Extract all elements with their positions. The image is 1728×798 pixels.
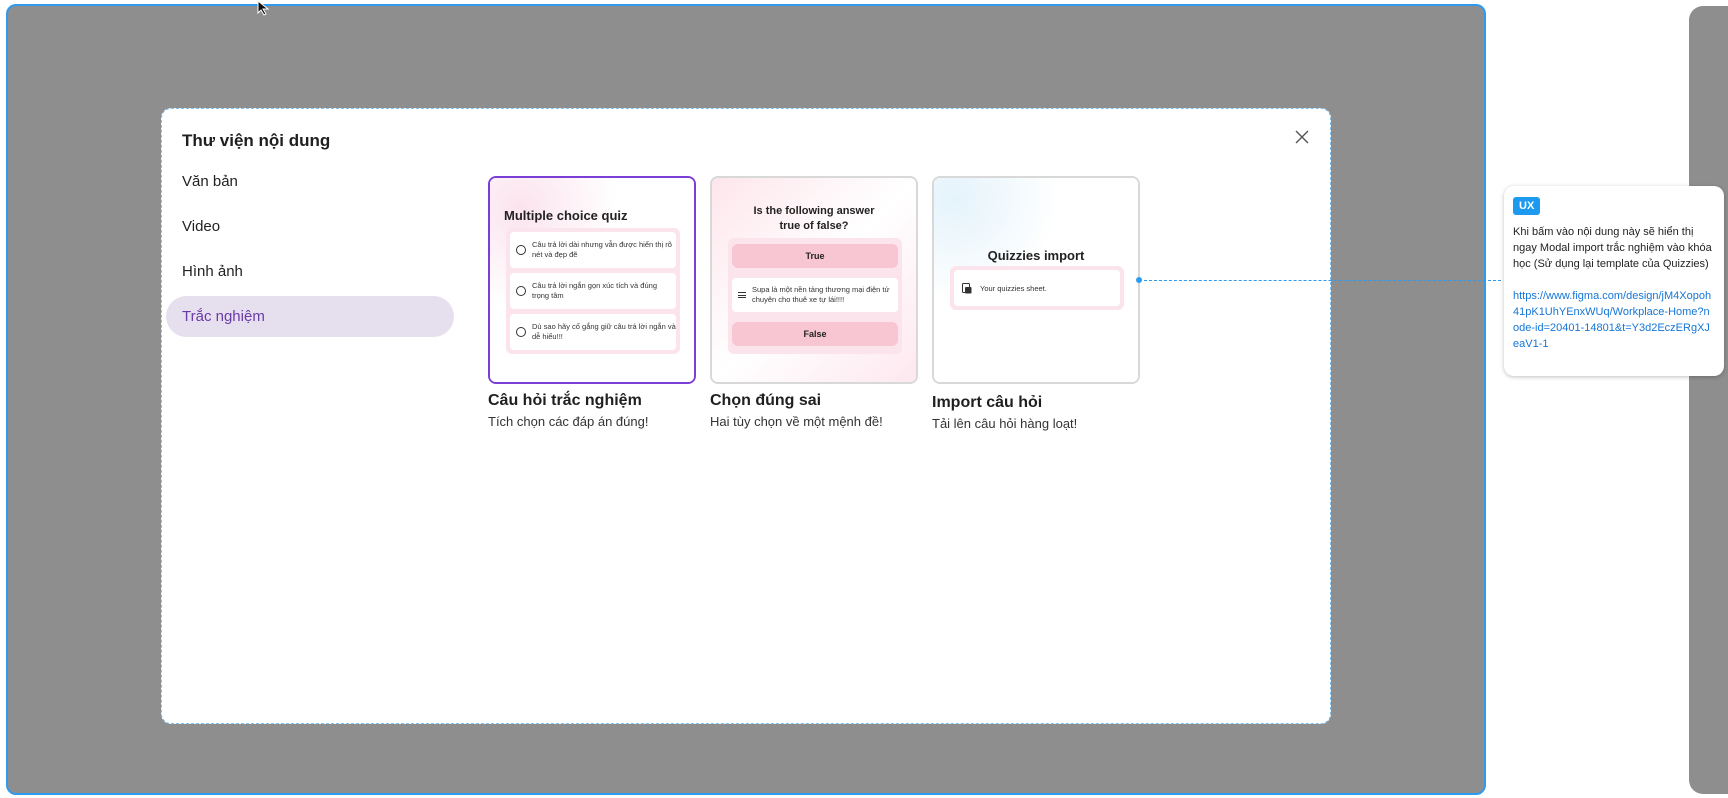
nav-item-quiz[interactable]: Trắc nghiệm: [166, 296, 454, 337]
content-library-modal: Thư viện nội dung Văn bản Video Hình ảnh…: [161, 108, 1331, 724]
mouse-cursor-icon: [257, 0, 270, 16]
figma-link[interactable]: https://www.figma.com/design/jM4Xopoh41p…: [1513, 290, 1712, 350]
options-list: Câu trả lời dài nhưng vẫn được hiển thị …: [506, 228, 680, 354]
preview-title: Multiple choice quiz: [504, 208, 628, 223]
card-multiple-choice: Multiple choice quiz Câu trả lời dài như…: [488, 176, 698, 429]
list-item: Câu trả lời ngắn gọn xúc tích và đúng tr…: [510, 273, 676, 309]
card-description: Tải lên câu hỏi hàng loạt!: [932, 416, 1078, 431]
card-true-false-preview[interactable]: Is the following answer true of false? T…: [710, 176, 918, 384]
card-title: Import câu hỏi: [932, 394, 1043, 411]
radio-icon: [516, 245, 526, 255]
close-icon: [1295, 130, 1309, 144]
option-text: Câu trả lời dài nhưng vẫn được hiển thị …: [532, 240, 672, 259]
card-title: Chọn đúng sai: [710, 392, 822, 409]
option-text: Câu trả lời ngắn gọn xúc tích và đúng tr…: [532, 281, 657, 300]
preview-title: Quizzies import: [987, 248, 1085, 263]
ux-annotation-note: UX Khi bấm vào nội dung này sẽ hiển thị …: [1504, 186, 1724, 376]
card-import: Quizzies import Your quizzies sheet. Imp…: [932, 176, 1142, 431]
list-item: Câu trả lời dài nhưng vẫn được hiển thị …: [510, 232, 676, 268]
modal-title: Thư viện nội dung: [182, 131, 331, 150]
card-title: Câu hỏi trắc nghiệm: [488, 392, 642, 409]
card-import-preview[interactable]: Quizzies import Your quizzies sheet.: [932, 176, 1140, 384]
false-option: False: [732, 322, 898, 346]
nav-item-image[interactable]: Hình ảnh: [182, 263, 243, 280]
menu-icon: [738, 291, 746, 300]
nav-item-text[interactable]: Văn bản: [182, 173, 238, 190]
radio-icon: [516, 286, 526, 296]
content-type-nav: Văn bản Video Hình ảnh Trắc nghiệm: [166, 161, 454, 341]
close-button[interactable]: [1290, 125, 1314, 149]
sheet-label: Your quizzies sheet.: [980, 283, 1047, 293]
card-multiple-choice-preview[interactable]: Multiple choice quiz Câu trả lời dài như…: [488, 176, 696, 384]
ux-tag: UX: [1513, 197, 1541, 215]
true-false-box: True Supa là một nền tảng thương mại điệ…: [728, 238, 902, 354]
true-option: True: [732, 244, 898, 268]
canvas-frame-right: [1689, 6, 1728, 794]
note-text: Khi bấm vào nội dung này sẽ hiển thị nga…: [1513, 226, 1712, 270]
annotation-connector: [1139, 280, 1501, 281]
sheet-box: Your quizzies sheet.: [950, 266, 1124, 310]
card-description: Tích chọn các đáp án đúng!: [488, 414, 649, 429]
sheet-row: Your quizzies sheet.: [954, 270, 1120, 306]
statement-text: Supa là một nền tảng thương mại điện tử …: [752, 285, 890, 304]
spreadsheet-icon: [962, 282, 972, 293]
list-item: Dù sao hãy cố gắng giữ câu trả lời ngắn …: [510, 314, 676, 350]
radio-icon: [516, 327, 526, 337]
statement-row: Supa là một nền tảng thương mại điện tử …: [732, 278, 898, 312]
nav-item-video[interactable]: Video: [182, 218, 221, 235]
option-text: Dù sao hãy cố gắng giữ câu trả lời ngắn …: [532, 322, 676, 341]
card-description: Hai tùy chọn về một mệnh đề!: [710, 414, 883, 429]
card-true-false: Is the following answer true of false? T…: [710, 176, 920, 429]
preview-title: Is the following answer true of false?: [753, 205, 875, 232]
connector-dot: [1136, 277, 1142, 283]
